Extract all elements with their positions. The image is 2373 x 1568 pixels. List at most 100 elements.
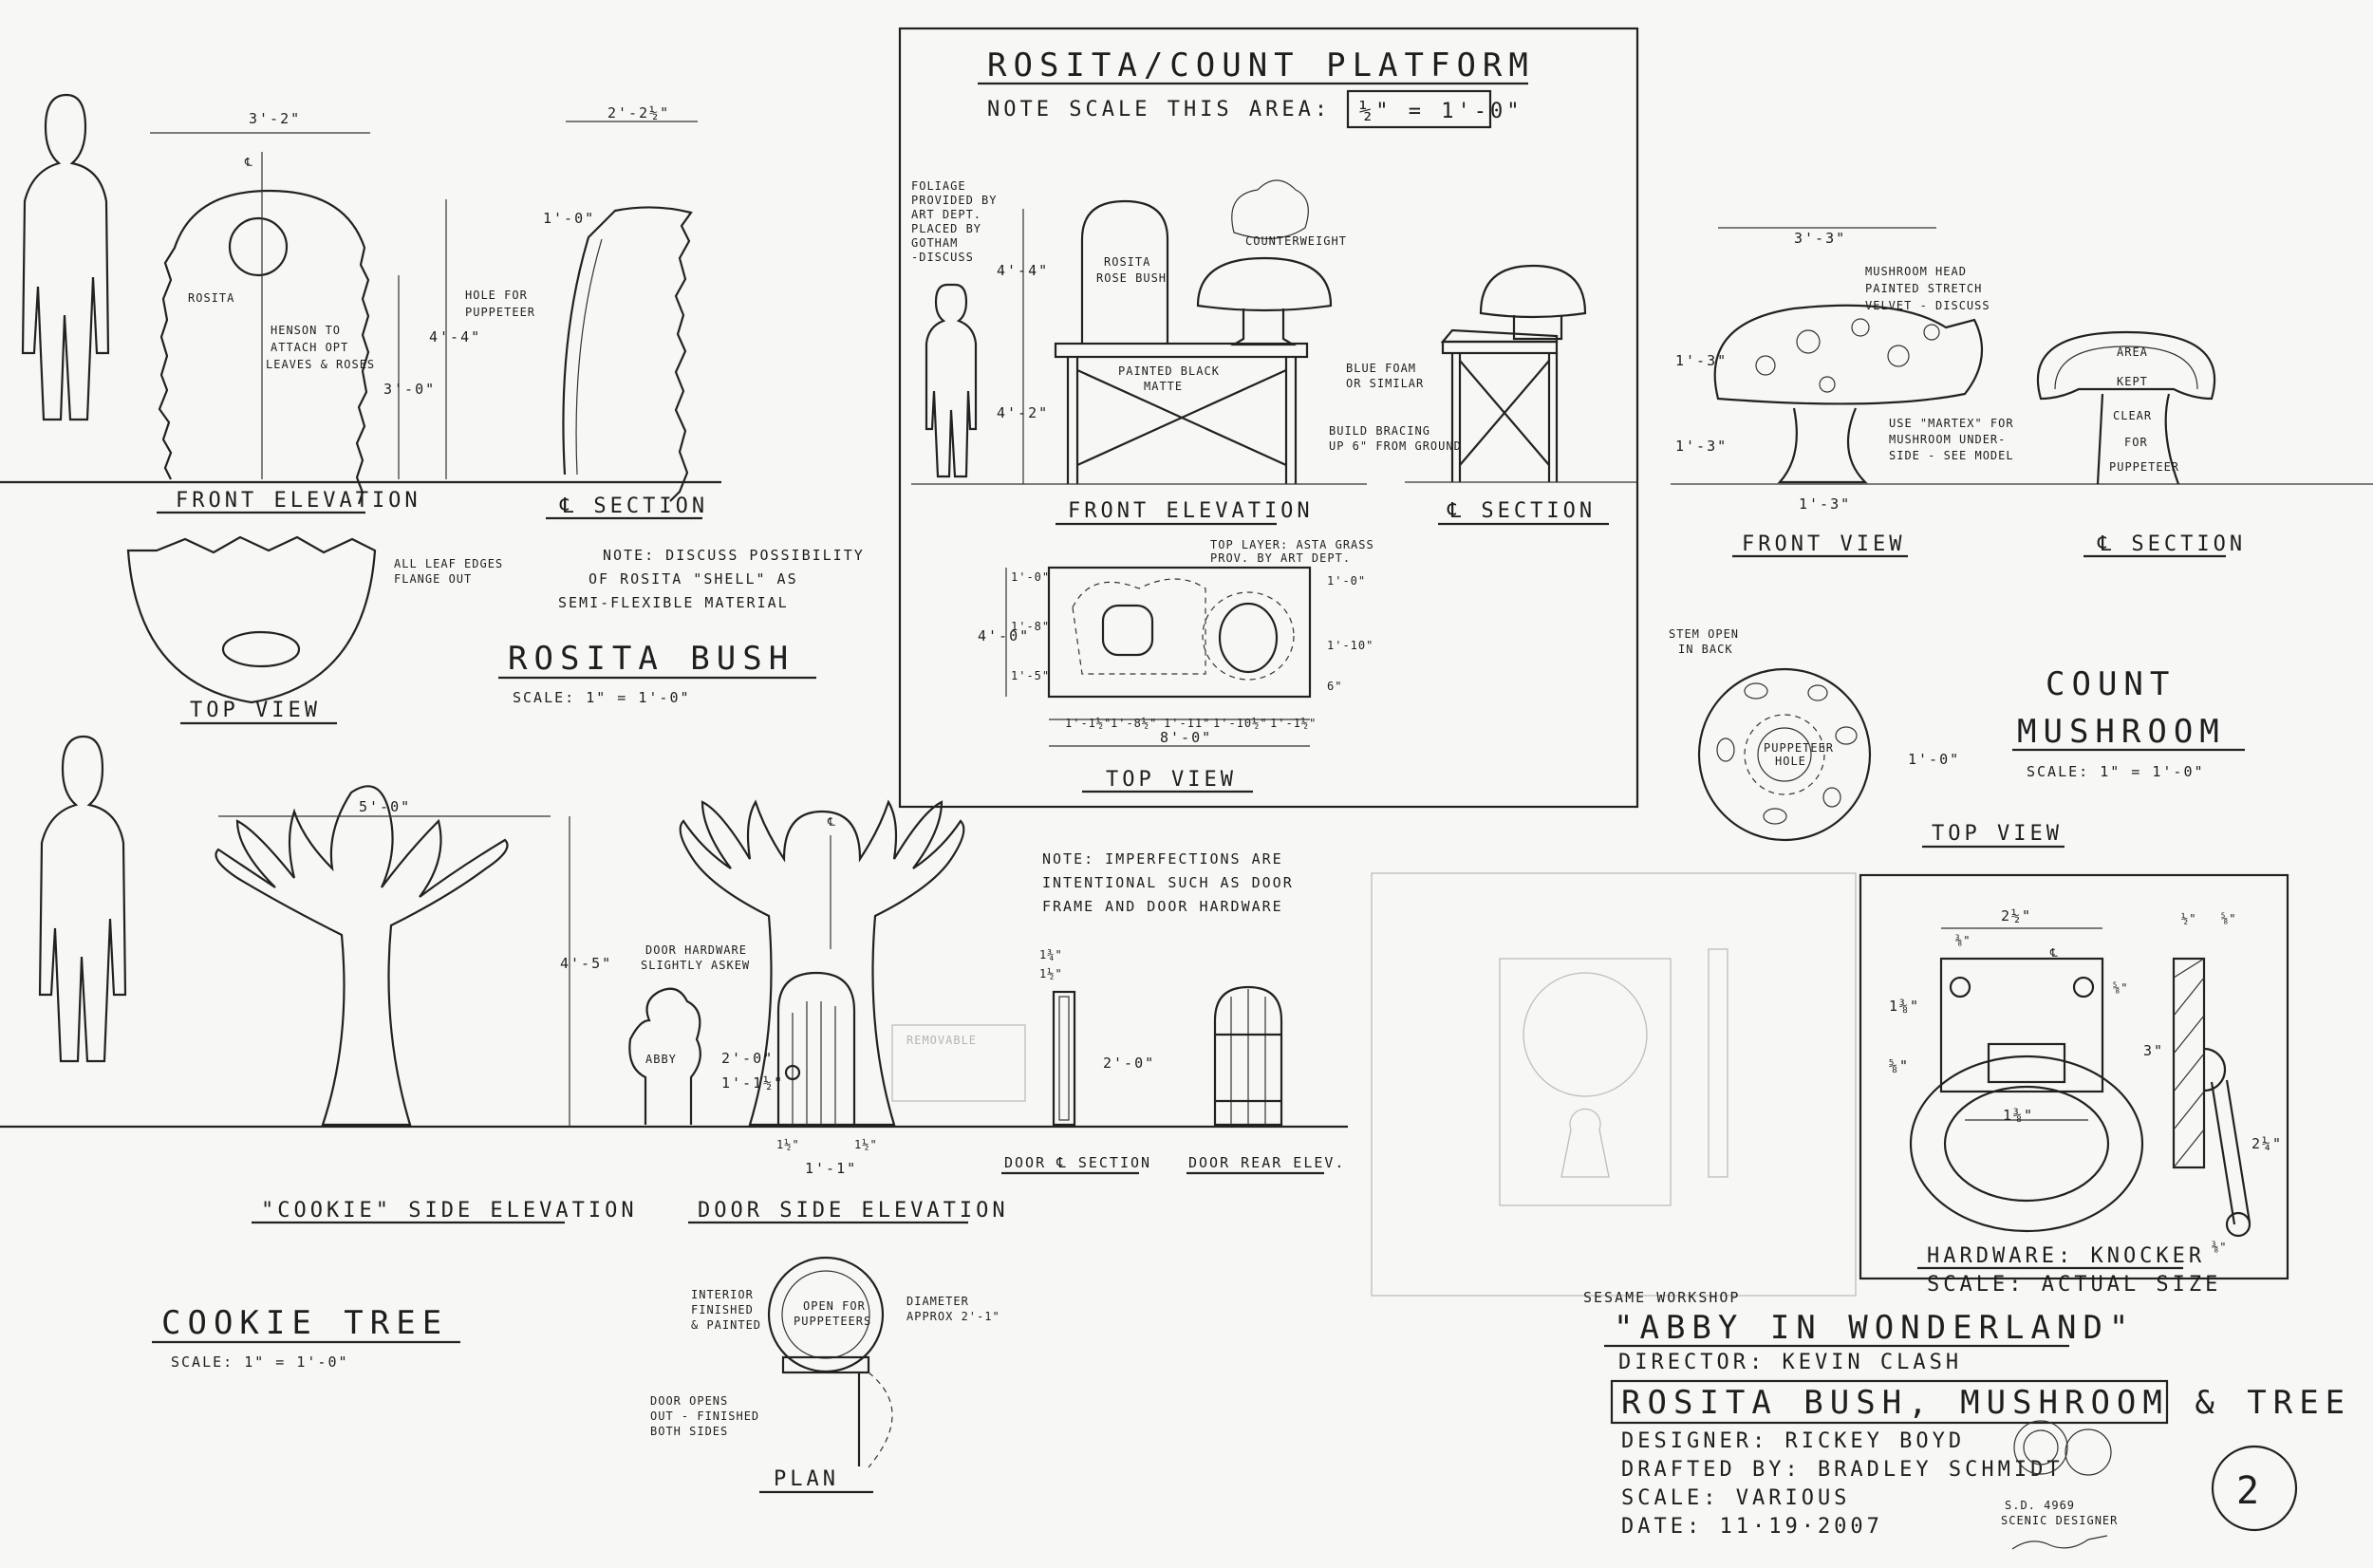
puppeteer-hole-note-2: HOLE [1775, 755, 1806, 768]
rosita-front-elevation-label: FRONT ELEVATION [176, 489, 421, 513]
blue-foam-note-1: BLUE FOAM [1346, 362, 1416, 375]
leaf-edges-note-1: ALL LEAF EDGES [394, 557, 503, 570]
imperfections-note-3: FRAME AND DOOR HARDWARE [1042, 898, 1283, 915]
knocker-label: HARDWARE: KNOCKER [1927, 1244, 2205, 1268]
title-block: SESAME WORKSHOP "ABBY IN WONDERLAND" DIR… [1583, 1289, 2345, 1550]
door-opens-note-1: DOOR OPENS [650, 1394, 728, 1408]
cookie-tree-scale: SCALE: 1" = 1'-0" [171, 1353, 349, 1371]
door-knocker-small [784, 1064, 801, 1081]
door-section-view [1052, 990, 1076, 1127]
tree-human-silhouette [38, 735, 127, 1063]
platform-front-elevation-label: FRONT ELEVATION [1068, 499, 1314, 523]
rosita-bush-scale: SCALE: 1" = 1'-0" [513, 689, 691, 706]
top-layer-note-2: PROV. BY ART DEPT. [1210, 551, 1351, 565]
shell-note-2: OF ROSITA "SHELL" AS [589, 570, 798, 588]
right-dim-1: 1'-0" [1327, 574, 1366, 588]
union-seal [2013, 1420, 2068, 1475]
tree-door [776, 971, 856, 1125]
imperfections-note-2: INTENTIONAL SUCH AS DOOR [1042, 874, 1294, 891]
rosita-note: ROSITA [188, 291, 234, 305]
painted-note-2: MATTE [1144, 380, 1183, 393]
knocker-section: 1⅜" 2½" ⅜" ℄ ⅝" 1⅜" ⅝" ½" ⅝" 3" 2¼" ⅜" H… [1371, 872, 2289, 1297]
platform-depth-dim: 4'-0" [978, 627, 1030, 644]
door-section-label: DOOR ℄ SECTION [1004, 1154, 1151, 1171]
foliage-note-3: ART DEPT. [911, 208, 981, 221]
foliage-note-2: PROVIDED BY [911, 194, 997, 207]
knocker-drop-dim: 2¼" [2252, 1135, 2283, 1152]
cookie-tree-title: COOKIE TREE [161, 1304, 448, 1342]
foliage-note-4: PLACED BY [911, 222, 981, 235]
bracing-note-2: UP 6" FROM GROUND [1329, 439, 1462, 453]
centerline-symbol: ℄ [244, 156, 253, 169]
mushroom-head-note-3: VELVET - DISCUSS [1865, 299, 1990, 312]
rosita-face-circle [228, 216, 289, 277]
bush-lower-height-dim: 3'-0" [383, 381, 436, 398]
signature [2011, 1535, 2108, 1550]
platform-top-view-label: TOP VIEW [1106, 768, 1237, 792]
platform-table-top [1054, 342, 1309, 359]
mushroom-top-view-label: TOP VIEW [1932, 822, 2063, 846]
platform-scale-box [1346, 89, 1492, 129]
mushroom-scale: SCALE: 1" = 1'-0" [2027, 763, 2205, 780]
area-note-5: PUPPETEER [2109, 460, 2179, 474]
tree-width-dim: 5'-0" [359, 798, 411, 815]
door-height-dim: 2'-0" [721, 1050, 774, 1067]
rosita-bush-front-elevation [158, 189, 370, 505]
door-width-dim: 1'-1" [805, 1160, 857, 1177]
stamp-line-1: S.D. 4969 [2005, 1499, 2075, 1512]
mushroom-stem-dim: 1'-3" [1675, 438, 1728, 455]
rosita-bush-section-view [562, 206, 693, 502]
door-side-elevation-label: DOOR SIDE ELEVATION [698, 1199, 1009, 1223]
door-opens-note-3: BOTH SIDES [650, 1425, 728, 1438]
platform-top-view [1047, 566, 1312, 699]
bottom-dim-3: 1'-11" [1164, 717, 1210, 730]
knocker-frame [1859, 873, 2289, 1280]
knocker-h1-dim: 1⅜" [1889, 998, 1920, 1015]
door-side-tree-elevation [679, 799, 965, 1127]
door-low-dim: 1'-1½" [721, 1074, 784, 1092]
bush-height-dim: 4'-4" [429, 328, 481, 345]
mushroom-section-label: ℄ SECTION [2097, 532, 2246, 556]
hole-note-1: HOLE FOR [465, 289, 528, 302]
platform-upper-height: 4'-4" [997, 262, 1049, 279]
mushroom-width-dim: 3'-3" [1794, 230, 1846, 247]
mushroom-cap-dim: 1'-3" [1675, 352, 1728, 369]
mushroom-head-note-1: MUSHROOM HEAD [1865, 265, 1967, 278]
abby-figure [628, 987, 701, 1125]
right-dim-2: 1'-10" [1327, 639, 1373, 652]
martex-note-3: SIDE - SEE MODEL [1889, 449, 2014, 462]
counterweight-note: COUNTERWEIGHT [1245, 234, 1347, 248]
knocker-hinge [1987, 1042, 2066, 1084]
knocker-top-dim: ⅜" [1955, 934, 1971, 947]
left-dim-2: 1'-8" [1011, 620, 1050, 633]
platform-bush-note-2: ROSE BUSH [1096, 271, 1167, 285]
area-note-2: KEPT [2117, 375, 2148, 388]
stem-open-note-1: STEM OPEN [1669, 627, 1739, 641]
knocker-side-hinge [2203, 1047, 2227, 1092]
area-note-1: AREA [2117, 345, 2148, 359]
door-side-dim-1: 1½" [776, 1138, 800, 1151]
knocker-tip-dim: ⅜" [2212, 1241, 2227, 1254]
door-opens-note-2: OUT - FINISHED [650, 1409, 759, 1423]
rosita-bush-section: ℄ ROSITA HENSON TO ATTACH OPT LEAVES & R… [0, 93, 865, 725]
interior-note-2: FINISHED [691, 1303, 754, 1316]
hardware-askew-note-2: SLIGHTLY ASKEW [641, 959, 750, 972]
cookie-side-elevation-label: "COOKIE" SIDE ELEVATION [261, 1199, 638, 1223]
mushroom-section-stem [2096, 393, 2180, 485]
title-company: SESAME WORKSHOP [1583, 1289, 1740, 1306]
counterweight-bush [1231, 179, 1309, 240]
plan-label: PLAN [774, 1467, 839, 1491]
left-dim-1: 1'-0" [1011, 570, 1050, 584]
mushroom-head-note-2: PAINTED STRETCH [1865, 282, 1982, 295]
platform-frame [898, 27, 1639, 809]
platform-section: ROSITA/COUNT PLATFORM NOTE SCALE THIS AR… [898, 27, 1639, 809]
knocker-ring [1909, 1055, 2144, 1233]
shell-note-1: NOTE: DISCUSS POSSIBILITY [603, 547, 865, 564]
tree-height-dim: 4'-5" [560, 955, 612, 972]
union-seal-2 [2065, 1428, 2112, 1476]
bottom-dim-5: 1'-1½" [1270, 717, 1317, 730]
bush-width-dim: 3'-2" [249, 110, 301, 127]
mushroom-stem-width-dim: 1'-3" [1799, 495, 1851, 513]
knocker-thick-a-dim: ½" [2181, 912, 2196, 925]
